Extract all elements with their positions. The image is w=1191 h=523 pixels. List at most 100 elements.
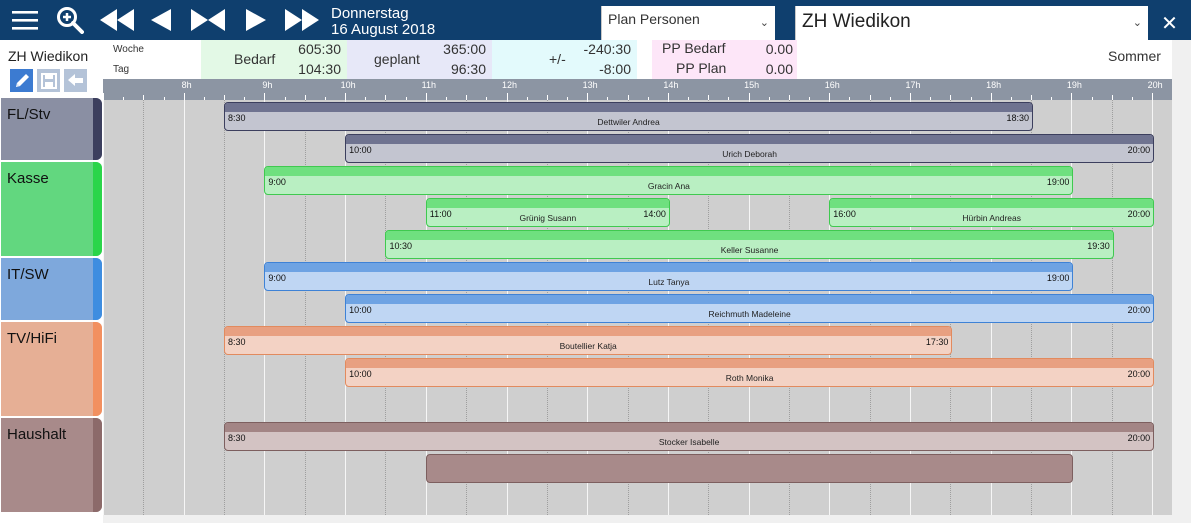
shift-end: 19:00	[1046, 177, 1070, 187]
shift-start: 10:00	[349, 145, 372, 155]
ruler-tick	[809, 97, 811, 100]
empty-shift[interactable]	[425, 454, 1074, 483]
menu-icon[interactable]	[4, 0, 46, 40]
ruler-tick	[183, 93, 185, 100]
forward-icon[interactable]	[240, 0, 272, 40]
store-select-value: ZH Wiedikon	[802, 11, 911, 32]
shift-bar[interactable]: 8:30 Boutellier Katja 17:30	[224, 326, 953, 355]
ruler-tick	[264, 93, 266, 100]
ruler-tick	[708, 95, 710, 100]
undo-icon	[67, 73, 83, 86]
fast-back-icon[interactable]	[97, 0, 137, 40]
ruler-tick	[910, 93, 911, 100]
ruler-tick	[203, 97, 205, 100]
group-name: TV/HiFi	[7, 330, 57, 347]
ruler-tick	[304, 95, 306, 100]
plan-select[interactable]: Plan Personen ⌄	[601, 6, 775, 40]
bedarf-box: Bedarf 605:30 104:30	[201, 40, 347, 79]
ruler-hour-label: 15h	[744, 80, 760, 90]
ruler-tick	[990, 93, 992, 100]
group-hh[interactable]: Haushalt	[1, 418, 102, 512]
bedarf-day: 104:30	[298, 61, 341, 77]
shift-start: 10:30	[389, 241, 412, 251]
shift-employee: Lutz Tanya	[648, 277, 690, 287]
close-icon: ✕	[1161, 12, 1178, 35]
ruler-hour-label: 12h	[501, 80, 518, 90]
shift-bar[interactable]: 10:00 Urich Deborah 20:00	[345, 134, 1155, 163]
group-kasse[interactable]: Kasse	[1, 162, 102, 256]
ruler-tick	[1152, 93, 1154, 100]
horizontal-scrollbar[interactable]	[103, 515, 1172, 523]
current-date: Donnerstag 16 August 2018	[331, 6, 435, 38]
ruler-tick	[1091, 97, 1093, 100]
ruler-tick	[788, 95, 790, 100]
diff-day: -8:00	[599, 61, 631, 77]
grid-line	[143, 100, 145, 515]
group-name: Kasse	[7, 170, 49, 187]
grid-line	[224, 100, 226, 515]
store-select[interactable]: ZH Wiedikon ⌄	[795, 6, 1148, 40]
ruler-tick	[1071, 93, 1073, 100]
shift-employee: Stocker Isabelle	[658, 437, 720, 447]
grid-line	[304, 100, 306, 515]
shift-employee: Urich Deborah	[722, 149, 777, 159]
ruler-tick	[163, 97, 165, 100]
ruler-tick	[123, 97, 125, 100]
shift-end: 20:00	[1127, 145, 1151, 155]
plan-select-value: Plan Personen	[608, 11, 700, 27]
fast-forward-icon[interactable]	[282, 0, 322, 40]
back-icon[interactable]	[145, 0, 177, 40]
group-fl[interactable]: FL/Stv	[1, 98, 102, 160]
undo-button[interactable]	[64, 69, 87, 92]
ruler-tick	[365, 97, 367, 100]
shift-end: 17:30	[925, 337, 949, 347]
shift-end: 20:00	[1127, 369, 1151, 379]
today-icon[interactable]	[188, 0, 228, 40]
ruler-tick	[1131, 97, 1133, 100]
shift-start: 9:00	[268, 177, 286, 187]
edit-button[interactable]	[10, 69, 33, 92]
pp-bedarf-value: 0.00	[765, 41, 793, 57]
shift-end: 20:00	[1127, 305, 1151, 315]
save-button[interactable]	[37, 69, 60, 92]
ruler-tick	[244, 97, 246, 100]
group-accent	[93, 98, 102, 160]
group-it[interactable]: IT/SW	[1, 258, 102, 320]
chevron-down-icon: ⌄	[759, 17, 769, 29]
ruler-tick	[869, 95, 871, 100]
shift-employee: Boutellier Katja	[559, 341, 617, 351]
shift-start: 9:00	[268, 273, 286, 283]
vertical-scrollbar[interactable]	[1172, 40, 1191, 523]
shift-start: 8:30	[228, 337, 246, 347]
shift-start: 16:00	[833, 209, 856, 219]
chevron-down-icon: ⌄	[1132, 17, 1142, 29]
shift-band	[225, 103, 1033, 112]
shift-end: 20:00	[1127, 209, 1151, 219]
close-button[interactable]: ✕	[1148, 6, 1191, 40]
ruler-tick	[647, 97, 649, 100]
week-label: Woche	[113, 44, 144, 55]
ruler-tick	[526, 97, 528, 100]
ruler-tick	[345, 93, 347, 100]
ruler-tick	[748, 93, 750, 100]
zoom-in-icon[interactable]	[50, 0, 90, 40]
pencil-icon	[15, 73, 29, 87]
ruler-hour-label: 13h	[582, 80, 598, 90]
ruler-tick	[284, 97, 286, 100]
shift-employee: Reichmuth Madeleine	[708, 309, 791, 319]
ruler-tick	[466, 95, 468, 100]
group-tv[interactable]: TV/HiFi	[1, 322, 102, 416]
ruler-tick	[768, 97, 770, 100]
ruler-tick	[930, 97, 932, 100]
ruler-hour-label: 10h	[340, 80, 356, 90]
